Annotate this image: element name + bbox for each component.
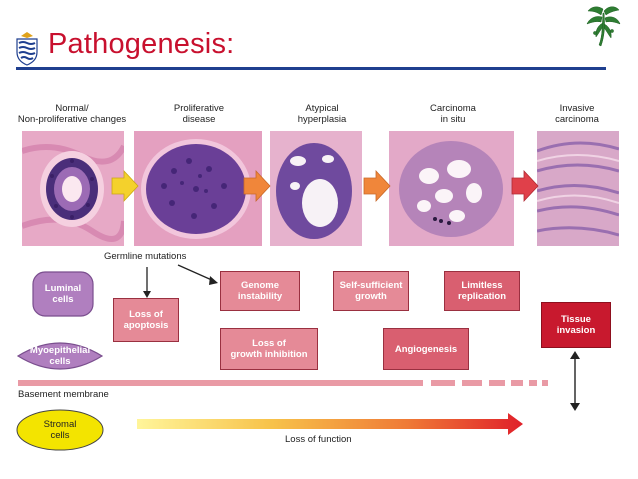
progression-arrow-3 xyxy=(363,169,391,203)
loss-of-function-label: Loss of function xyxy=(285,434,352,445)
basement-membrane-dashes xyxy=(431,380,548,386)
leaf-emblem-logo xyxy=(583,3,623,54)
box-angiogenesis: Angiogenesis xyxy=(383,328,469,370)
title-underline xyxy=(16,67,606,70)
histology-invasive-image xyxy=(537,131,619,246)
progression-arrow-1 xyxy=(111,169,139,203)
university-shield-logo xyxy=(14,30,40,71)
histology-normal-image xyxy=(22,131,124,246)
page-title: Pathogenesis: xyxy=(48,28,235,60)
loss-of-function-arrow xyxy=(137,413,523,435)
progression-arrow-2 xyxy=(243,169,271,203)
germline-arrow-genome xyxy=(177,264,215,282)
basement-membrane-label: Basement membrane xyxy=(18,389,109,400)
stage-label-normal: Normal/Non-proliferative changes xyxy=(17,103,127,125)
histology-carcinoma-in-situ-image xyxy=(389,131,514,246)
germline-mutations-label: Germline mutations xyxy=(104,251,187,262)
stromal-cells-shape xyxy=(16,409,104,451)
luminal-cells-shape xyxy=(32,271,94,317)
histology-proliferative-image xyxy=(134,131,262,246)
histology-atypical-image xyxy=(270,131,362,246)
myoepithelial-cells-shape xyxy=(16,342,104,370)
progression-arrow-4 xyxy=(511,169,539,203)
basement-membrane-solid xyxy=(18,380,423,386)
